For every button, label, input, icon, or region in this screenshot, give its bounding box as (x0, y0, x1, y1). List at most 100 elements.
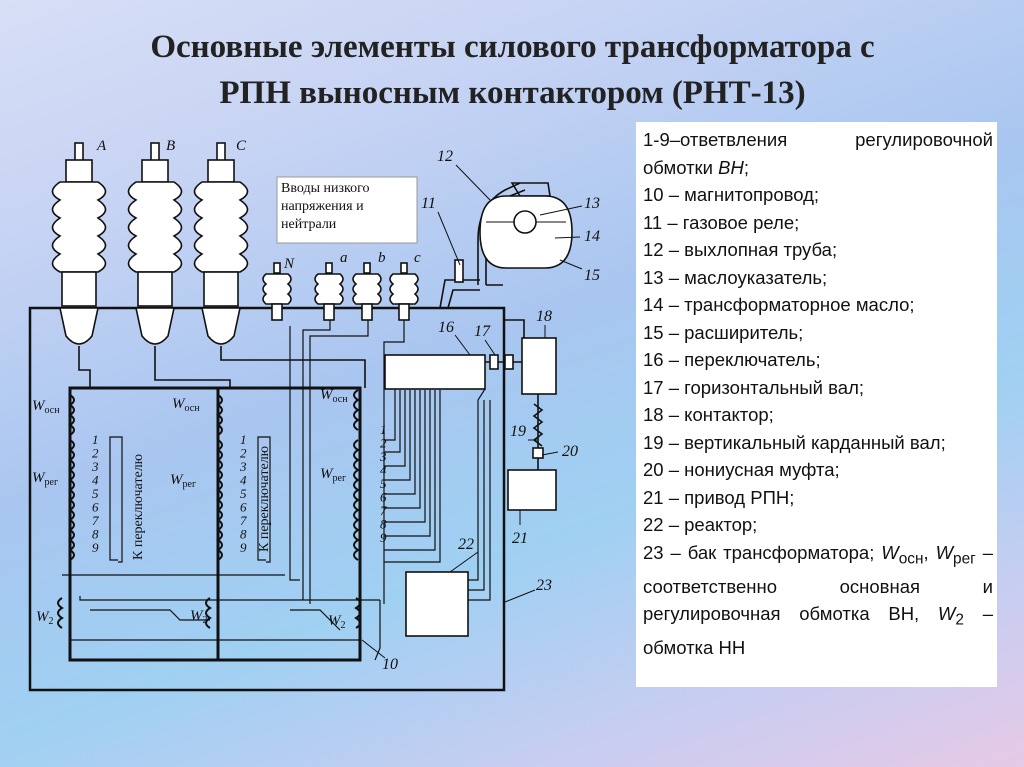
winding-label-w2-2: W2 (190, 608, 208, 626)
tap-number: 3 (91, 459, 99, 474)
tap-number: 4 (380, 463, 387, 478)
tap-number: 5 (240, 486, 247, 501)
tap-number: 6 (240, 500, 247, 515)
callout-21: 21 (512, 530, 528, 547)
tap-number: 4 (240, 473, 247, 488)
tap-number: 2 (92, 446, 99, 461)
callout-19: 19 (510, 423, 526, 440)
callout-11: 11 (421, 195, 436, 212)
legend-item: 13 – маслоуказатель; (643, 266, 828, 288)
lv-bushing-a (314, 262, 344, 321)
tap-number: 5 (380, 476, 387, 491)
tap-number: 2 (380, 436, 387, 451)
tap-number: 9 (240, 540, 247, 555)
winding-label-w2-3: W2 (328, 613, 346, 631)
lv-box-text: Вводы низкого (281, 181, 369, 196)
horizontal-shaft (485, 354, 525, 370)
vertical-shaft (532, 394, 544, 470)
selector-switch (384, 354, 486, 390)
lv-bushing-label: c (414, 250, 421, 266)
lv-bushing-label: N (283, 256, 295, 272)
legend-item: 14 – трансформаторное масло; (643, 294, 915, 315)
switch-label: К переключателю (131, 454, 146, 560)
tap-number: 3 (239, 459, 247, 474)
tap-number: 3 (379, 449, 387, 464)
callout-14: 14 (584, 228, 600, 245)
tap-number: 7 (240, 513, 247, 528)
winding-label-w2-1: W2 (36, 609, 54, 627)
hv-bushing-c (193, 142, 249, 345)
callout-12: 12 (437, 148, 453, 165)
tap-number: 4 (92, 473, 99, 488)
reactor (405, 571, 469, 637)
callout-13: 13 (584, 195, 600, 212)
callout-23: 23 (536, 577, 552, 594)
winding-label-osn-3: Wосн (320, 387, 348, 405)
callout-17: 17 (474, 323, 491, 340)
tank-outline (28, 306, 506, 692)
legend-item: 10 – магнитопровод; (643, 184, 820, 205)
hv-bushing-label-a: A (96, 138, 107, 154)
winding-label-reg-1: Wрег (32, 470, 58, 488)
tap-number: 1 (92, 432, 99, 447)
winding-column-2 (205, 394, 223, 629)
tap-number: 6 (380, 490, 387, 505)
conservator (477, 182, 573, 285)
hv-bushing-a (51, 142, 107, 345)
tap-bracket-1 (118, 436, 123, 563)
legend-item: 19 – вертикальный карданный вал; (643, 431, 946, 453)
legend-item: 20 – нониусная муфта; (643, 459, 840, 480)
callout-18: 18 (536, 308, 552, 325)
magnetic-core (68, 386, 362, 662)
page-title: Основные элементы силового трансформатор… (40, 24, 985, 116)
legend-item: 22 – реактор; (643, 514, 758, 535)
tap-bracket-2 (266, 436, 271, 563)
tap-number: 7 (380, 503, 387, 518)
winding-column-1 (57, 394, 75, 629)
lv-box-text: напряжения и (281, 199, 364, 214)
legend-item: 15 – расширитель; (643, 321, 804, 343)
tap-number: 1 (240, 432, 247, 447)
switch-label: К переключателю (257, 446, 272, 552)
legend-item: 18 – контактор; (643, 404, 774, 425)
tap-number: 9 (92, 540, 99, 555)
legend-item: 1-9–ответвления регулировочной обмотки В… (643, 129, 993, 178)
winding-column-3 (353, 389, 361, 629)
winding-label-osn-2: Wосн (172, 396, 200, 414)
tap-leads (62, 320, 441, 661)
tap-number: 6 (92, 500, 99, 515)
callout-22: 22 (458, 536, 474, 553)
tap-number: 7 (92, 513, 99, 528)
callout-20: 20 (562, 443, 578, 460)
winding-label-osn-1: Wосн (32, 398, 60, 416)
callout-16: 16 (438, 319, 454, 336)
lv-bushing-b (352, 262, 382, 321)
lv-bushing-label: b (378, 250, 386, 266)
contactor (521, 337, 557, 395)
winding-label-reg-3: Wрег (320, 466, 346, 484)
hv-bushing-label-c: C (236, 138, 247, 154)
legend-panel: 1-9–ответвления регулировочной обмотки В… (636, 122, 997, 687)
lv-bushing-n (262, 262, 292, 321)
tap-number: 8 (380, 517, 387, 532)
lv-bushing-c (389, 262, 419, 321)
legend-item: 17 – горизонтальный вал; (643, 376, 864, 398)
lv-box-text: нейтрали (281, 217, 337, 232)
hv-bushing-label-b: B (166, 138, 175, 154)
callout-15: 15 (584, 267, 600, 284)
winding-label-reg-2: Wрег (170, 472, 196, 490)
legend-item-last: 23 – бак трансформатора; Wосн, Wрег – со… (643, 541, 994, 659)
tap-number: 1 (380, 422, 387, 437)
tap-number: 9 (380, 530, 387, 545)
callout-10: 10 (382, 656, 398, 673)
drive-mechanism (507, 469, 557, 511)
legend-item: 12 – выхлопная труба; (643, 239, 838, 260)
legend-item: 11 – газовое реле; (643, 211, 800, 233)
lv-bushing-label: a (340, 250, 348, 266)
tap-number: 5 (92, 486, 99, 501)
tap-number: 8 (92, 527, 99, 542)
title-line-1: Основные элементы силового трансформатор… (150, 29, 875, 65)
tap-number: 8 (240, 527, 247, 542)
legend-item: 16 – переключатель; (643, 349, 821, 370)
